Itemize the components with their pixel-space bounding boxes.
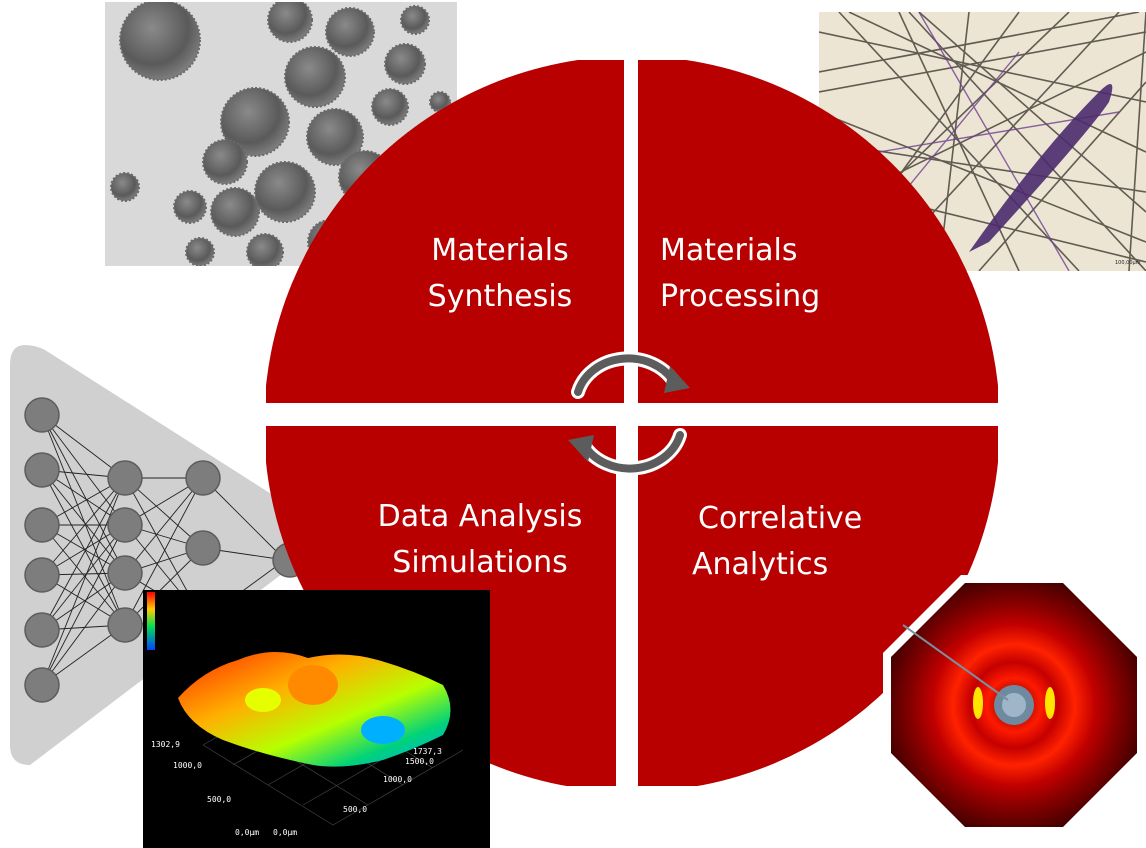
label-line: Data Analysis: [377, 499, 583, 534]
label-line: Materials: [660, 233, 798, 268]
3d-surface-topography-plot: 1302,9 1000,0 500,0 0,0µm 0,0µm 500,0 10…: [143, 590, 490, 848]
label-correlative-analytics: Correlative Analytics: [692, 496, 862, 588]
axis-tick-label: 1000,0: [173, 761, 202, 770]
axis-tick-label: 1500,0: [405, 757, 434, 766]
axis-tick-label: 1302,9: [151, 740, 180, 749]
label-line: Correlative: [698, 501, 863, 536]
x-ray-scattering-pattern: [883, 575, 1145, 835]
label-line: Processing: [660, 279, 821, 314]
label-line: Synthesis: [427, 279, 573, 314]
axis-tick-label: 500,0: [343, 805, 367, 814]
axis-tick-label: 0,0µm: [235, 828, 259, 837]
axis-tick-label: 0,0µm: [273, 828, 297, 837]
axis-tick-label: 500,0: [207, 795, 231, 804]
scale-bar-label: 100,00µm: [1115, 260, 1141, 266]
axis-tick-label: 1737,3: [413, 747, 442, 756]
label-data-analysis-simulations: Data Analysis Simulations: [360, 494, 600, 586]
axis-tick-label: 1000,0: [383, 775, 412, 784]
label-line: Materials: [431, 233, 569, 268]
label-materials-processing: Materials Processing: [660, 228, 820, 320]
label-line: Simulations: [392, 545, 568, 580]
label-line: Analytics: [692, 547, 829, 582]
label-materials-synthesis: Materials Synthesis: [410, 228, 590, 320]
